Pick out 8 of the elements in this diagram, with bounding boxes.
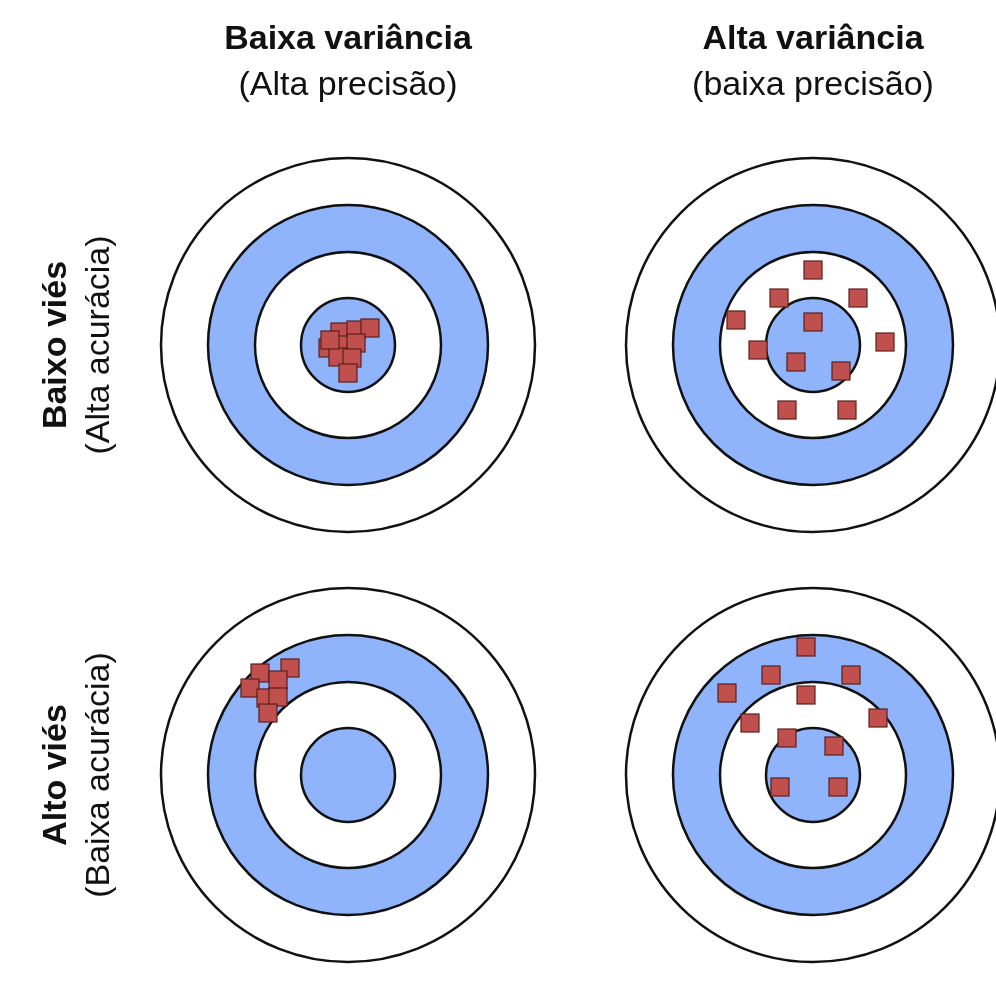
column-heading: Alta variância: [702, 19, 924, 57]
row-heading: Baixo viés: [36, 260, 74, 430]
row-heading: Alto viés: [36, 704, 74, 846]
row-subheading: (Alta acurácia): [79, 235, 117, 455]
column-subheading: (baixa precisão): [692, 65, 934, 103]
row-subheading: (Baixa acurácia): [79, 652, 117, 898]
column-subheading: (Alta precisão): [238, 65, 458, 103]
column-heading: Baixa variância: [224, 19, 472, 57]
